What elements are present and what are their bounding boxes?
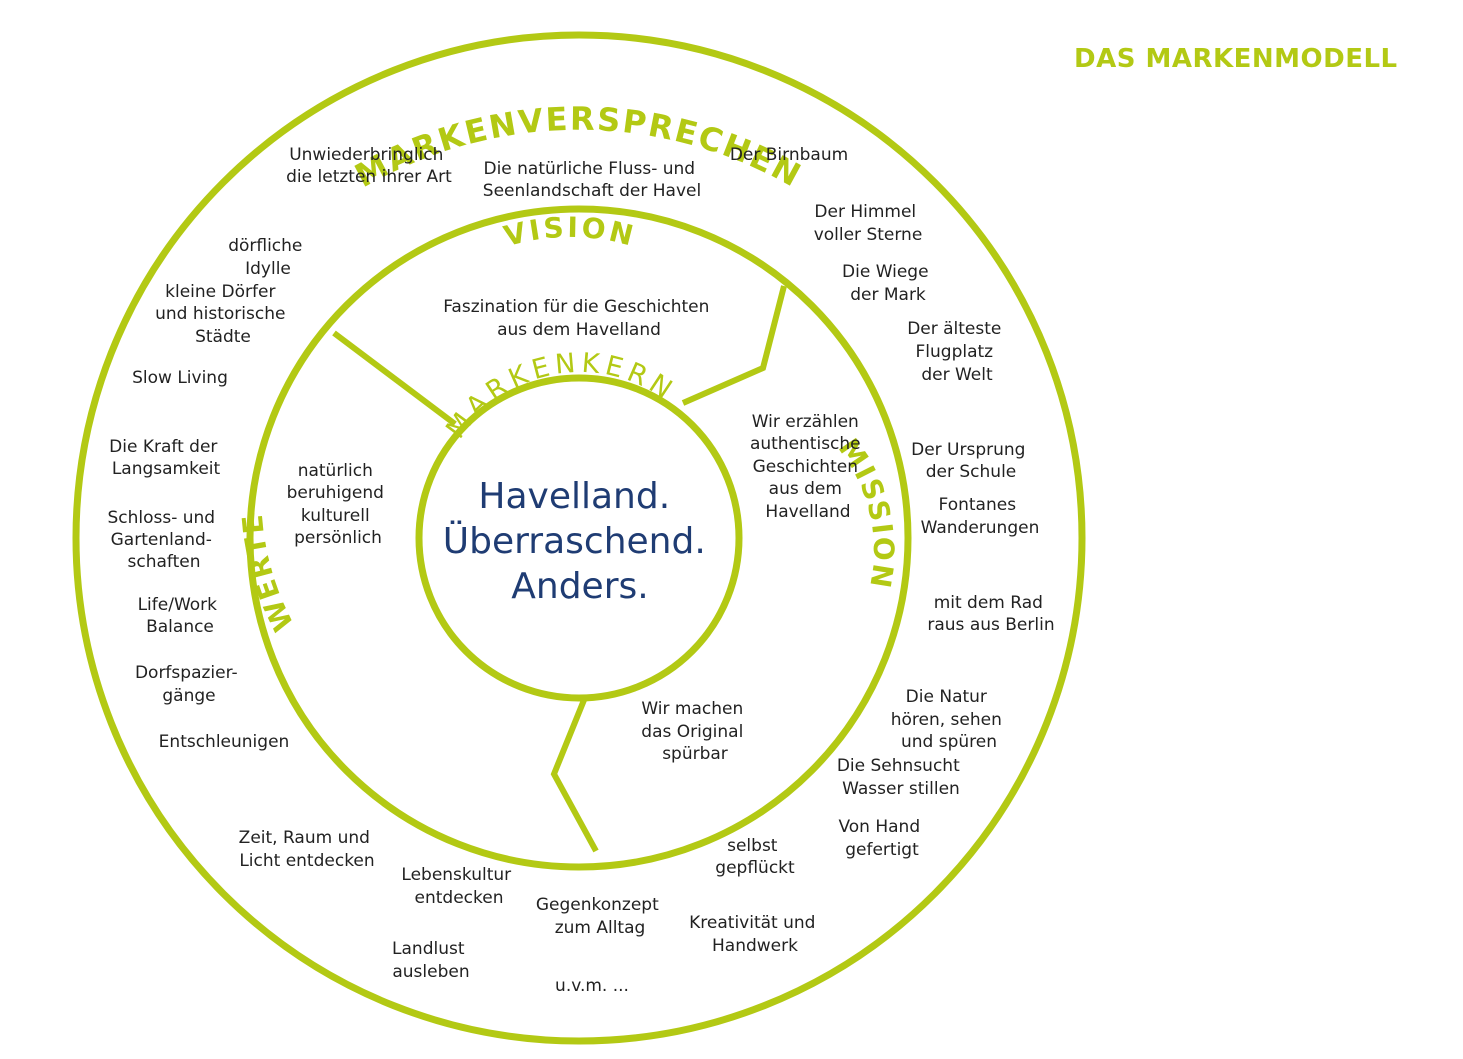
promise-item: Der Ursprung der Schule [911,440,1031,482]
promise-item: Dorfspazier- gänge [135,663,243,706]
promise-item: Slow Living [132,368,228,388]
promise-item: Die Kraft der Langsamkeit [109,437,223,479]
promise-item: Life/Work Balance [138,595,223,637]
promise-item: Von Hand gefertigt [838,817,925,860]
promise-item: mit dem Rad raus aus Berlin [927,593,1054,635]
promise-item: Lebenskultur entdecken [401,865,516,908]
promise-item: kleine Dörfer und historische Städte [155,282,291,347]
promise-item: Der Himmel voller Sterne [814,202,923,245]
promise-item: u.v.m. ... [555,976,629,996]
promise-item: Schloss- und Gartenland- schaften [107,508,220,572]
promise-item: Landlust ausleben [392,939,470,982]
promise-item: Die natürliche Fluss- und Seenlandschaft… [483,159,701,201]
promise-item: selbst gepflückt [715,836,795,878]
mission-text: Wir erzählen authentische Geschichten au… [750,412,866,522]
promise-item: Der älteste Flugplatz der Welt [907,319,1007,385]
divider-vision-mission [681,285,787,406]
promise-item: Entschleunigen [159,732,290,752]
middle-ring [246,205,912,871]
core-ring [415,374,743,702]
promise-item: Der Birnbaum [730,145,848,165]
promise-item: Die Natur hören, sehen und spüren [891,687,1008,752]
outer-ring [72,31,1086,1045]
vision-text: Faszination für die Geschichten aus dem … [443,297,715,340]
ring-label-vision: VISION [501,211,640,253]
mission-text: Wir machen das Original spürbar [641,699,748,764]
promise-item: dörfliche Idylle [228,236,308,279]
promise-item: Unwiederbringlich die letzten ihrer Art [286,145,452,187]
promise-item: Gegenkonzept zum Alltag [536,895,664,938]
divider-mission-werte [550,698,599,853]
promise-item: Fontanes Wanderungen [921,495,1040,538]
werte-text: natürlich beruhigend kulturell persönlic… [287,461,390,548]
divider-vision-werte [332,330,457,427]
page-title: DAS MARKENMODELL [1074,44,1398,74]
promise-item: Zeit, Raum und Licht entdecken [239,828,376,871]
promise-item: Die Sehnsucht Wasser stillen [837,756,965,799]
core-statement: Havelland. Überraschend. Anders. [443,476,717,607]
promise-item: Kreativität und Handwerk [689,913,821,956]
promise-item: Die Wiege der Mark [842,262,934,305]
ring-label-werte: WERTE [236,511,301,636]
